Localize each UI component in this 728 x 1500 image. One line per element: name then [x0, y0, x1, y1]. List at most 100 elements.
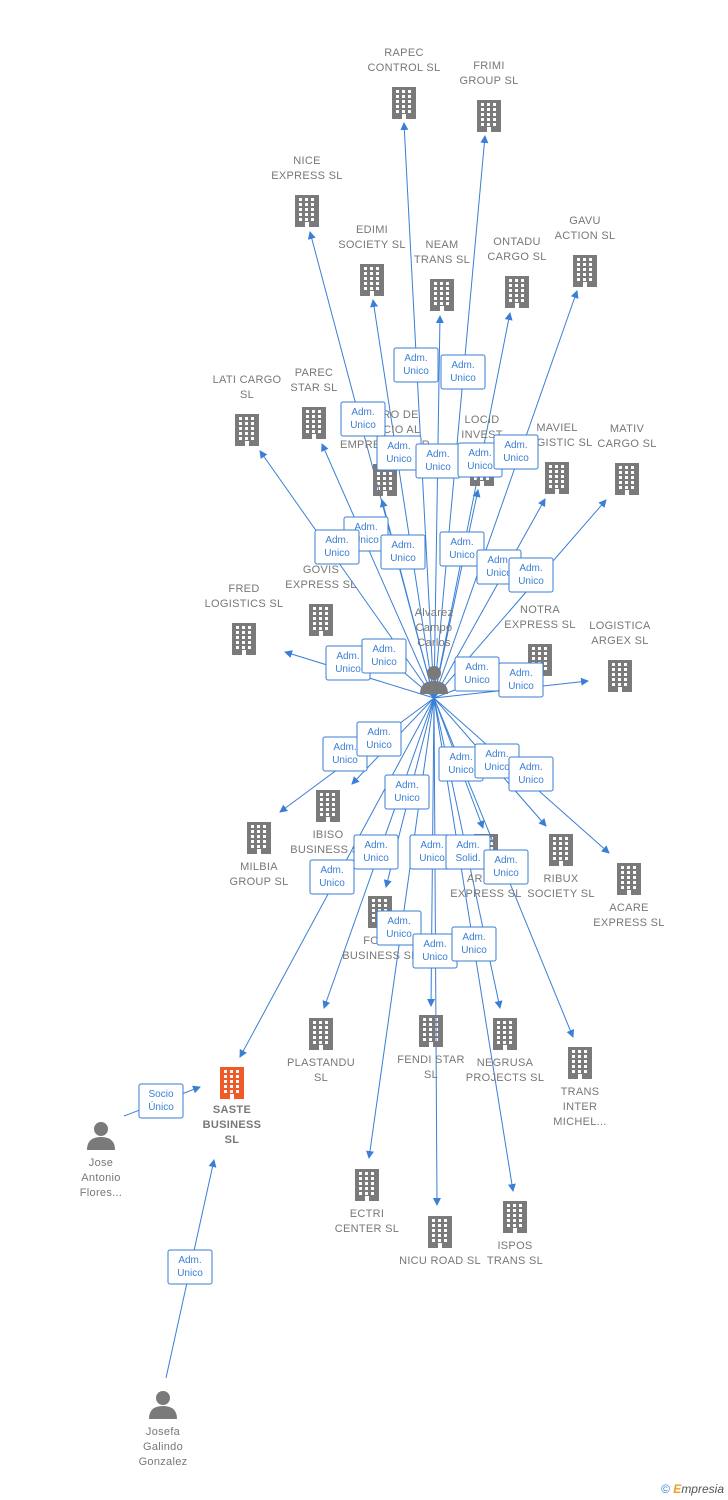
role-badge-text: Adm.: [423, 939, 446, 950]
role-badge[interactable]: Adm.Unico: [380, 534, 426, 570]
role-badge[interactable]: Adm.Unico: [325, 645, 371, 681]
node-label-line: GROUP SL: [459, 75, 518, 87]
role-badge[interactable]: Adm.Solid.: [445, 834, 491, 870]
role-badge[interactable]: Adm.Unico: [451, 926, 497, 962]
role-badge[interactable]: Adm.Unico: [415, 443, 461, 479]
node-trans[interactable]: TRANSINTERMICHEL...: [553, 1047, 606, 1128]
role-badge-text: Unico: [363, 853, 389, 864]
building-icon: [503, 1201, 527, 1233]
node-jose[interactable]: JoseAntonioFlores...: [80, 1122, 122, 1199]
role-badge[interactable]: Adm.Unico: [314, 529, 360, 565]
role-badge[interactable]: Adm. Unico: [508, 756, 554, 792]
role-badge-text: Adm.: [367, 727, 390, 738]
building-icon: [573, 255, 597, 287]
role-badge[interactable]: Adm.Unico: [393, 347, 439, 383]
footer-brand[interactable]: © Empresia: [661, 1482, 724, 1496]
role-badge-text: Adm.: [395, 780, 418, 791]
role-badge[interactable]: Adm.Unico: [498, 662, 544, 698]
role-badge[interactable]: Adm.Unico: [376, 435, 422, 471]
role-badge[interactable]: Adm.Unico: [440, 354, 486, 390]
node-edimi[interactable]: EDIMI SOCIETY SL: [338, 224, 406, 296]
role-badge-box: [309, 859, 355, 895]
role-badge[interactable]: Adm.Unico: [361, 638, 407, 674]
building-icon: [477, 100, 501, 132]
building-icon: [617, 863, 641, 895]
role-badge[interactable]: Adm.Unico: [167, 1249, 213, 1285]
role-badge[interactable]: Adm. Unico: [454, 656, 500, 692]
node-nicu[interactable]: NICU ROAD SL: [399, 1216, 481, 1267]
role-badge[interactable]: Adm.Unico: [309, 859, 355, 895]
role-badge-text: Unico: [450, 373, 476, 384]
role-badge[interactable]: Adm.Unico: [493, 434, 539, 470]
role-badge-text: Unico: [394, 793, 420, 804]
role-badge-text: Unico: [461, 945, 487, 956]
role-badge[interactable]: Adm.Unico: [508, 557, 554, 593]
role-badge[interactable]: Adm.Unico: [376, 910, 422, 946]
role-badge-text: Unico: [449, 550, 475, 561]
building-icon: [220, 1067, 244, 1099]
node-label-line: EDIMI: [356, 224, 388, 236]
role-badge[interactable]: Adm. Unico: [439, 531, 485, 567]
node-label-line: ACTION SL: [555, 230, 616, 242]
role-badge-text: Unico: [464, 675, 490, 686]
role-badge-text: Adm.: [364, 840, 387, 851]
node-label-line: FENDI STAR: [397, 1054, 465, 1066]
role-badge-text: Adm.: [351, 407, 374, 418]
role-badge[interactable]: Adm.Unico: [438, 746, 484, 782]
role-badge[interactable]: Adm.Unico: [412, 933, 458, 969]
node-label-line: SOCIETY SL: [338, 239, 406, 251]
role-badge-text: Unico: [332, 755, 358, 766]
node-label-line: ONTADU: [493, 236, 540, 248]
role-badge-text: Unico: [518, 775, 544, 786]
role-badge-text: Adm.: [519, 762, 542, 773]
role-badge[interactable]: Adm. Unico: [384, 774, 430, 810]
role-badge-text: Adm.: [450, 537, 473, 548]
edge-alvarez-centro: [379, 499, 435, 699]
building-icon: [549, 834, 573, 866]
role-badge[interactable]: Adm.Unico: [340, 401, 386, 437]
role-badge-box: [138, 1083, 184, 1119]
building-icon: [232, 623, 256, 655]
role-badge[interactable]: Adm.Unico: [483, 849, 529, 885]
role-badge-text: Unico: [419, 853, 445, 864]
building-icon: [419, 1015, 443, 1047]
role-badge-text: Adm.: [494, 855, 517, 866]
building-icon: [295, 195, 319, 227]
role-badge[interactable]: Adm.Unico: [409, 834, 455, 870]
node-label-line: GROUP SL: [229, 876, 288, 888]
role-badge[interactable]: Adm.Unico: [356, 721, 402, 757]
node-label-line: LOCID: [464, 414, 499, 426]
role-badge[interactable]: Adm. Unico: [353, 834, 399, 870]
role-badge[interactable]: Adm.Unico: [457, 442, 503, 478]
role-badge-text: Adm.: [465, 662, 488, 673]
